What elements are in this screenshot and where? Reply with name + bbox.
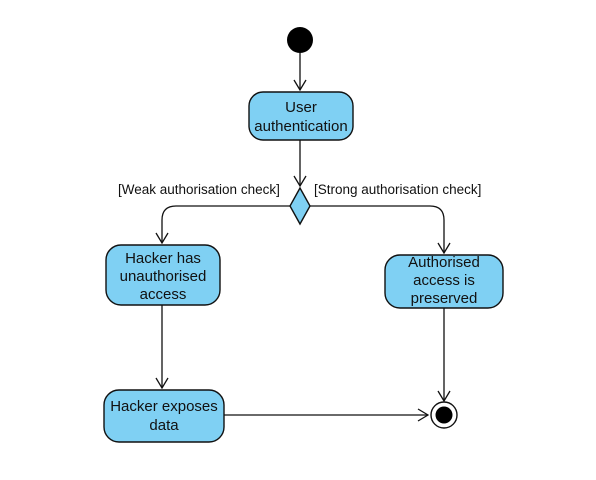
decision-node xyxy=(289,186,311,226)
end-node xyxy=(430,401,458,429)
exposes-line-2: data xyxy=(149,417,179,434)
preserved-line-3: preserved xyxy=(411,290,478,307)
edge-decision-to-preserved xyxy=(310,205,444,253)
user-authentication-line-2: authentication xyxy=(254,118,347,135)
action-hacker-exposes-data: Hacker exposes data xyxy=(103,389,225,443)
guard-weak-authorisation: [Weak authorisation check] xyxy=(118,182,280,197)
unauthorised-line-2: unauthorised xyxy=(120,268,207,285)
preserved-line-2: access is xyxy=(413,272,475,289)
unauthorised-line-1: Hacker has xyxy=(125,250,201,267)
exposes-line-1: Hacker exposes xyxy=(110,398,218,415)
action-user-authentication: User authentication xyxy=(248,91,354,141)
user-authentication-line-1: User xyxy=(285,99,317,116)
preserved-line-1: Authorised xyxy=(408,254,480,271)
action-hacker-unauthorised-access: Hacker has unauthorised access xyxy=(105,244,221,306)
edge-decision-to-unauthorised xyxy=(162,205,290,243)
action-authorised-access-preserved: Authorised access is preserved xyxy=(384,254,504,309)
start-node xyxy=(287,27,313,53)
unauthorised-line-3: access xyxy=(140,286,187,303)
guard-strong-authorisation: [Strong authorisation check] xyxy=(314,182,481,197)
